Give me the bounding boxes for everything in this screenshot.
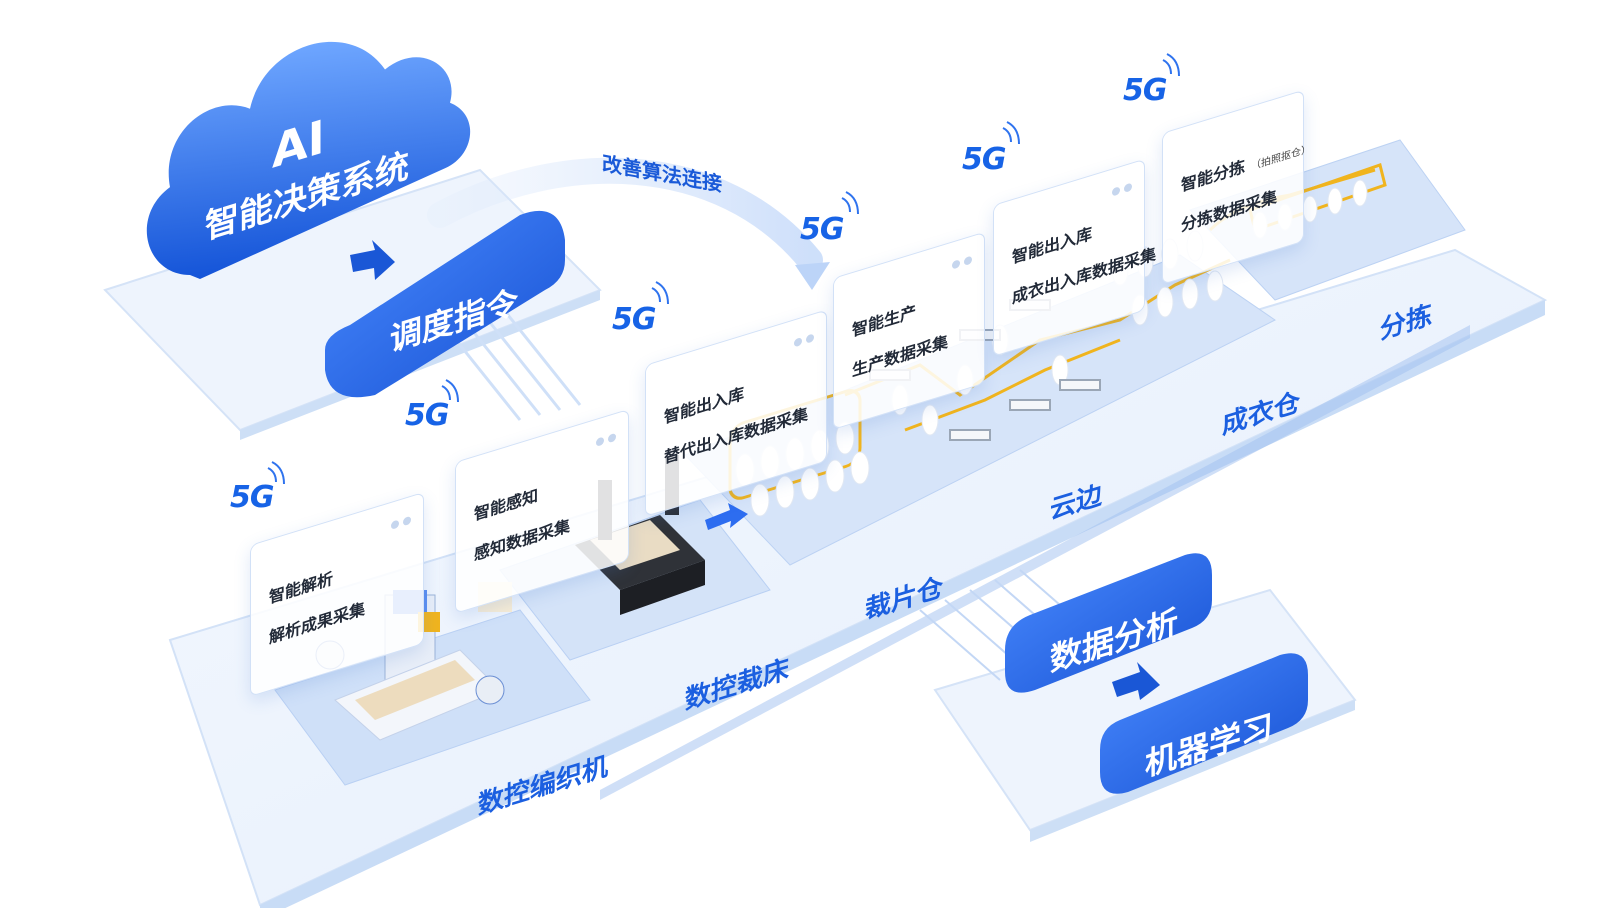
- data-analysis-pill: [1005, 553, 1212, 693]
- card-title: 智能解析: [269, 568, 334, 608]
- sorting-zone: [1189, 139, 1466, 301]
- card-title: 智能出入库: [1012, 223, 1093, 268]
- network-label: 5G: [800, 212, 844, 247]
- card-title: 智能感知: [474, 485, 539, 525]
- card-dots-icon: [387, 509, 411, 535]
- card-dots-icon: [592, 426, 616, 452]
- network-label: 5G: [230, 480, 274, 515]
- card-title-note: （拍照抠仓）: [1251, 143, 1312, 173]
- dispatch-pill: [325, 210, 565, 398]
- flow-arrow-icon: [705, 503, 748, 530]
- network-label: 5G: [612, 302, 656, 337]
- card-title: 智能生产: [852, 301, 917, 341]
- analysis-arrow-icon: [1112, 662, 1160, 700]
- improve-arc: [427, 157, 823, 273]
- card-dots-icon: [790, 326, 814, 352]
- card-title: 智能出入库: [664, 383, 745, 428]
- network-label: 5G: [962, 142, 1006, 177]
- card-dots-icon: [1108, 176, 1132, 202]
- card-dots-icon: [948, 249, 972, 275]
- dispatch-arrow-icon: [350, 240, 395, 280]
- network-label: 5G: [1123, 73, 1167, 108]
- network-label: 5G: [405, 398, 449, 433]
- card-title: 智能分拣（拍照抠仓）: [1181, 132, 1311, 196]
- connector-lines: [438, 304, 582, 421]
- improve-arc-arrowhead-icon: [795, 262, 830, 290]
- cloud-shape: [146, 41, 471, 279]
- main-platform: [168, 248, 1548, 908]
- machine-learning-pill: [1100, 653, 1308, 794]
- signal-icons: [267, 53, 1180, 485]
- card-title-text: 智能分拣: [1181, 156, 1246, 196]
